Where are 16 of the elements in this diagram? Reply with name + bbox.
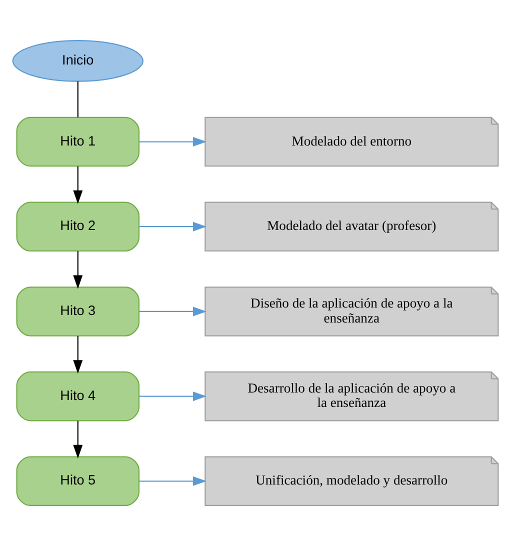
arrow: [139, 476, 207, 486]
arrow: [139, 222, 207, 232]
node-box: Hito 2: [16, 202, 140, 252]
node-box: Hito 4: [16, 371, 140, 422]
arrow: [139, 137, 207, 147]
arrow: [139, 392, 207, 402]
arrow: [73, 336, 83, 374]
arrow: [73, 251, 83, 289]
node-ellipse: Inicio: [12, 40, 144, 82]
arrow: [139, 306, 207, 316]
arrow: [73, 420, 83, 459]
node-box: Hito 5: [16, 456, 140, 506]
node-box: Hito 1: [16, 116, 140, 167]
arrow: [73, 166, 83, 204]
node-box: Hito 3: [16, 286, 140, 336]
connector: [77, 81, 78, 118]
